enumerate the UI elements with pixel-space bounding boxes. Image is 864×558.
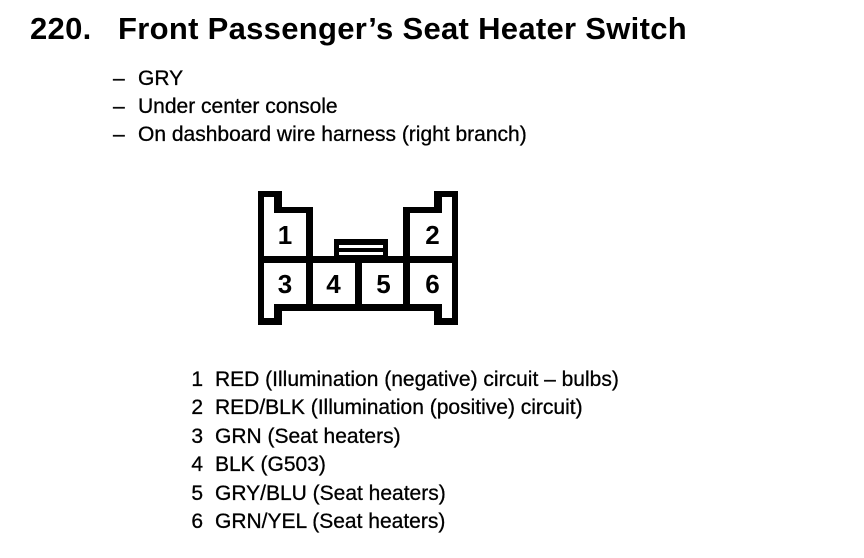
- page-title: Front Passenger’s Seat Heater Switch: [118, 11, 687, 46]
- legend-wire-label: GRN (Seat heaters): [215, 424, 401, 448]
- legend-row: 1 RED (Illumination (negative) circuit –…: [191, 366, 619, 394]
- legend-row: 5 GRY/BLU (Seat heaters): [191, 480, 619, 508]
- detail-text: On dashboard wire harness (right branch): [138, 123, 527, 146]
- legend-wire-label: GRN/YEL (Seat heaters): [215, 510, 446, 534]
- detail-text: GRY: [138, 67, 184, 90]
- legend-pin-number: 1: [191, 368, 203, 391]
- detail-line: – Under center console: [113, 93, 527, 121]
- legend-wire-label: BLK (G503): [215, 453, 326, 477]
- pin-number-3: 3: [278, 269, 292, 299]
- legend-row: 3 GRN (Seat heaters): [191, 423, 619, 451]
- section-header: 220. Front Passenger’s Seat Heater Switc…: [30, 13, 687, 45]
- pin-number-4: 4: [326, 269, 341, 299]
- detail-line: – On dashboard wire harness (right branc…: [113, 121, 527, 149]
- legend-row: 4 BLK (G503): [191, 451, 619, 479]
- connector-pin-numbers: 1 2 3 4 5 6: [278, 220, 440, 299]
- detail-line: – GRY: [113, 65, 527, 93]
- pin-number-5: 5: [376, 269, 390, 299]
- legend-pin-number: 5: [191, 481, 203, 505]
- legend-pin-number: 3: [191, 424, 203, 448]
- connector-diagram: 1 2 3 4 5 6: [258, 191, 458, 325]
- legend-wire-label: GRY/BLU (Seat heaters): [215, 481, 446, 505]
- pin-number-6: 6: [425, 269, 439, 299]
- legend-row: 6 GRN/YEL (Seat heaters): [191, 508, 619, 536]
- pin-number-2: 2: [425, 220, 439, 250]
- pin-number-1: 1: [278, 220, 292, 250]
- legend-pin-number: 2: [191, 396, 203, 420]
- legend-pin-number: 6: [191, 510, 203, 534]
- dash-marker: –: [113, 123, 125, 146]
- pin-legend: 1 RED (Illumination (negative) circuit –…: [191, 366, 619, 536]
- legend-row: 2 RED/BLK (Illumination (positive) circu…: [191, 394, 619, 422]
- legend-pin-number: 4: [191, 453, 203, 477]
- legend-wire-label: RED/BLK (Illumination (positive) circuit…: [215, 396, 583, 420]
- section-number: 220.: [30, 11, 92, 46]
- connector-outline: [258, 191, 458, 325]
- detail-text: Under center console: [138, 95, 338, 118]
- dash-marker: –: [113, 95, 125, 118]
- connector-details: – GRY – Under center console – On dashbo…: [113, 65, 527, 149]
- legend-wire-label: RED (Illumination (negative) circuit – b…: [215, 368, 619, 391]
- dash-marker: –: [113, 67, 125, 90]
